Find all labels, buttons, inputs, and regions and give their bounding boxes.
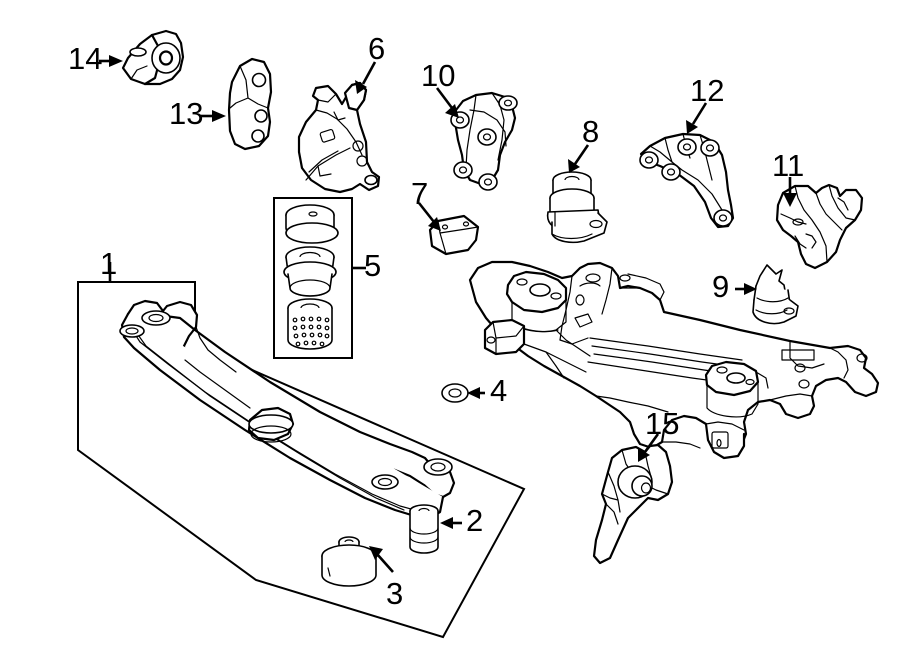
- callout-label-7[interactable]: 7: [411, 176, 429, 211]
- front-subframe-assembly[interactable]: [468, 260, 880, 460]
- callout-label-8[interactable]: 8: [582, 114, 600, 149]
- part-3-large-bushing[interactable]: [321, 536, 377, 587]
- part-7-mount-stopper-block[interactable]: [428, 214, 480, 256]
- leader-15: [638, 433, 660, 462]
- part-12-engine-support-bracket-right[interactable]: [639, 132, 735, 229]
- leader-9: [735, 283, 757, 295]
- leader-2: [440, 517, 462, 529]
- part-1-callout-polygon: [77, 281, 526, 639]
- leader-11: [783, 177, 797, 207]
- part-10-engine-support-bracket-left[interactable]: [450, 91, 518, 191]
- part-4-washer-grommet[interactable]: [441, 383, 469, 403]
- callout-label-3[interactable]: 3: [386, 576, 404, 611]
- leader-6: [355, 61, 377, 94]
- part-2-bushing-sleeve[interactable]: [409, 504, 439, 554]
- leader-10: [435, 87, 459, 118]
- part-1-engine-cradle-crossmember[interactable]: [119, 299, 456, 520]
- part-8-engine-mount-insulator[interactable]: [546, 171, 608, 244]
- callout-label-4[interactable]: 4: [490, 373, 508, 408]
- callout-label-10[interactable]: 10: [421, 58, 456, 93]
- callout-label-12[interactable]: 12: [690, 73, 725, 108]
- callout-label-11[interactable]: 11: [772, 148, 805, 183]
- callout-label-2[interactable]: 2: [466, 503, 484, 538]
- callout-label-6[interactable]: 6: [368, 31, 386, 66]
- callout-label-5[interactable]: 5: [364, 248, 382, 283]
- leader-4: [467, 387, 485, 399]
- leader-12: [686, 102, 708, 134]
- part-11-trans-mount-bracket[interactable]: [775, 183, 864, 270]
- leader-14: [99, 55, 123, 67]
- part-6-engine-mount-bracket[interactable]: [297, 81, 381, 194]
- callout-label-9[interactable]: 9: [712, 269, 730, 304]
- part-5-bushing-kit-box[interactable]: [273, 197, 353, 359]
- callout-label-13[interactable]: 13: [169, 96, 204, 131]
- leader-3: [369, 546, 394, 573]
- part-9-trans-mount-insulator[interactable]: [752, 264, 799, 325]
- callout-label-14[interactable]: 14: [68, 41, 103, 76]
- part-13-mount-link-bracket[interactable]: [227, 57, 273, 151]
- leader-13: [200, 110, 226, 122]
- leader-7: [417, 202, 441, 231]
- part-14-torque-rod-mount[interactable]: [121, 29, 185, 86]
- leader-8: [568, 144, 590, 173]
- callout-label-15[interactable]: 15: [645, 406, 680, 441]
- part-15-rear-trans-mount[interactable]: [592, 443, 674, 565]
- callout-label-1[interactable]: 1: [100, 246, 118, 281]
